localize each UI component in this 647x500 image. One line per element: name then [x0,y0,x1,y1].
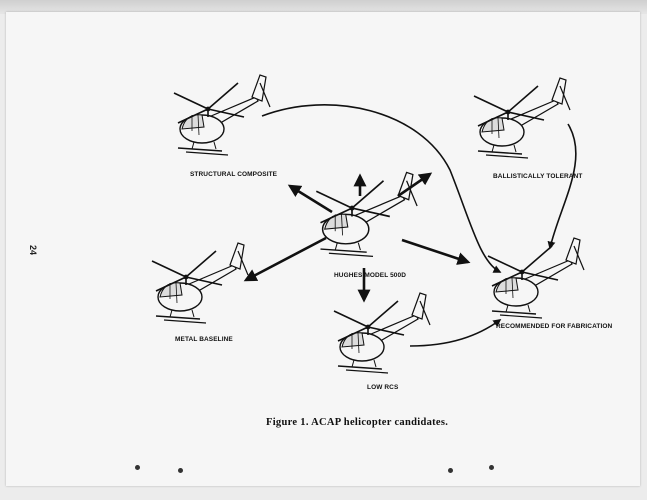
arrow-icon [287,184,333,214]
flow-arrows [261,104,577,347]
label-hughes-model: HUGHES MODEL 500D [334,272,407,279]
helicopter-ballistically-tolerant [473,77,571,159]
arrow-icon [547,123,577,250]
helicopter-icon [173,74,271,156]
arrow-icon [401,238,471,265]
helicopter-icon [487,237,585,319]
label-metal-baseline: METAL BASELINE [175,336,233,343]
binding-hole [489,465,494,470]
arrow-icon [409,319,502,347]
scan-top-edge [0,0,647,14]
arrow-icon [397,172,433,198]
helicopter-recommended [487,237,585,319]
helicopter-icon [151,242,249,324]
helicopter-icon [333,292,431,374]
label-ballistically-tolerant: BALLISTICALLY TOLERANT [493,173,583,180]
label-structural-composite: STRUCTURAL COMPOSITE [190,171,278,178]
label-recommended: RECOMMENDED FOR FABRICATION [496,323,613,330]
helicopter-icon [473,77,571,159]
radiating-arrows [243,172,471,303]
page-number: 24 [28,244,39,256]
helicopter-metal-baseline [151,242,249,324]
helicopter-hughes-model [315,171,418,258]
helicopter-icon [315,171,418,258]
label-low-rcs: LOW RCS [367,384,399,391]
figure-caption: Figure 1. ACAP helicopter candidates. [266,417,449,428]
helicopter-low-rcs [333,292,431,374]
binding-hole [448,468,453,473]
helicopter-structural-composite [173,74,271,156]
binding-hole [178,468,183,473]
arrow-icon [243,236,327,282]
arrow-icon [261,104,502,273]
binding-hole [135,465,140,470]
